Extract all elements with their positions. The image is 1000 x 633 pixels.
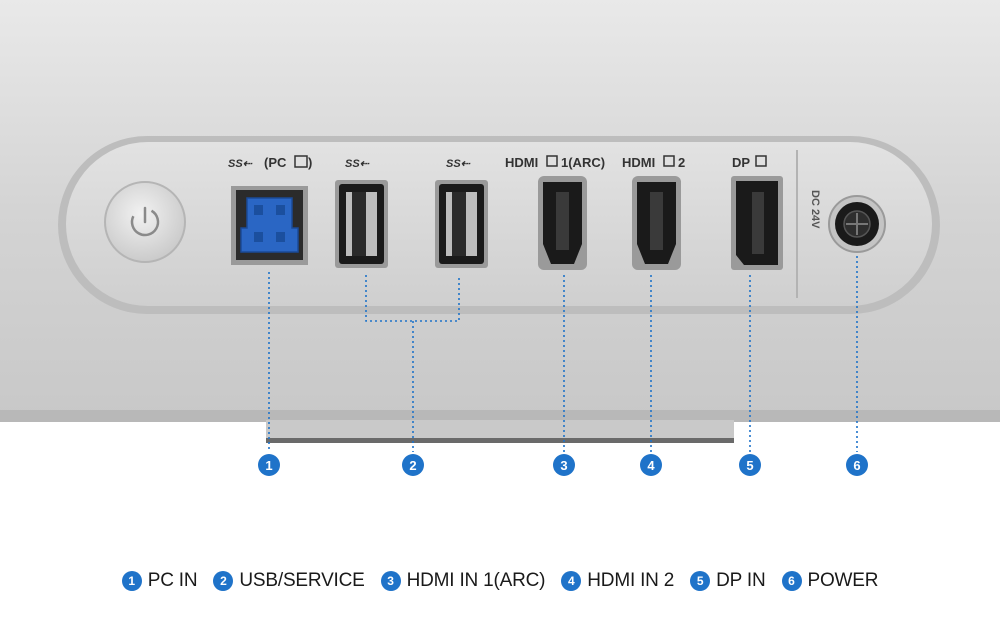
legend-badge-5: 5	[690, 571, 711, 591]
hdmi2-check-icon	[663, 155, 675, 167]
stand-neck	[266, 420, 734, 442]
dc-label: DC 24V	[809, 190, 821, 229]
legend-label-pc-in: PC IN	[147, 570, 198, 591]
usb-a-port-1-tongue	[352, 192, 366, 256]
callout-1-circle	[258, 454, 280, 476]
port-label-hdmi2-suffix: 2	[678, 155, 685, 170]
callout-6-num: 6	[853, 458, 860, 473]
callout-2-circle	[402, 454, 424, 476]
legend-badge-3: 3	[380, 571, 401, 591]
port-label-hdmi2: HDMI	[622, 155, 655, 170]
leader-2	[365, 275, 460, 452]
legend-item-dp-in: 5 DP IN	[690, 570, 766, 592]
dp-check-icon	[755, 155, 767, 167]
pc-connect-icon	[294, 155, 308, 168]
usb-b-pin-1	[254, 205, 263, 215]
callout-6-circle	[846, 454, 868, 476]
hdmi1-tongue	[556, 192, 569, 250]
power-button-ring	[130, 207, 160, 237]
port-panel	[66, 142, 932, 306]
callout-1: 1	[258, 454, 280, 476]
port-label-pc-close: )	[308, 155, 312, 170]
usb-b-pin-4	[276, 232, 285, 242]
callout-5: 5	[739, 454, 761, 476]
callout-4: 4	[640, 454, 662, 476]
port-label-hdmi1-suffix: 1(ARC)	[561, 155, 605, 170]
monitor-body-bottom-edge	[0, 410, 1000, 422]
legend-label-hdmi-in-1: HDMI IN 1(ARC)	[406, 570, 546, 591]
usb-b-pin-2	[276, 205, 285, 215]
legend-label-dp-in: DP IN	[716, 570, 766, 591]
usb-b-connector	[240, 197, 299, 253]
legend-badge-6: 6	[781, 571, 802, 591]
callout-3-num: 3	[560, 458, 567, 473]
hdmi2-tongue	[650, 192, 663, 250]
callout-5-num: 5	[746, 458, 753, 473]
port-label-dp: DP	[732, 155, 750, 170]
callout-4-circle	[640, 454, 662, 476]
legend-item-pc-in: 1 PC IN	[121, 570, 198, 592]
callout-6: 6	[846, 454, 868, 476]
callout-3-circle	[553, 454, 575, 476]
hdmi1-check-icon	[546, 155, 558, 167]
callout-2-num: 2	[409, 458, 416, 473]
stand-neck-shadow	[266, 438, 734, 443]
legend-item-hdmi-in-2: 4 HDMI IN 2	[561, 570, 674, 592]
legend-item-hdmi-in-1: 3 HDMI IN 1(ARC)	[380, 570, 546, 592]
legend-label-usb-service: USB/SERVICE	[239, 570, 365, 591]
legend-badge-2: 2	[213, 571, 234, 591]
callout-1-num: 1	[265, 458, 272, 473]
port-label-pc: (PC	[264, 155, 287, 170]
port-label-hdmi1: HDMI	[505, 155, 538, 170]
legend-badge-4: 4	[561, 571, 582, 591]
usb-ss-logo-2: SS⇠	[345, 158, 370, 170]
callout-2: 2	[402, 454, 424, 476]
callout-3: 3	[553, 454, 575, 476]
usb-ss-logo-1: SS⇠	[228, 158, 253, 170]
callout-leaders	[268, 256, 858, 452]
dp-tongue	[752, 192, 764, 254]
legend-item-usb-service: 2 USB/SERVICE	[213, 570, 365, 592]
legend-badge-1: 1	[121, 571, 142, 591]
legend-label-hdmi-in-2: HDMI IN 2	[587, 570, 675, 591]
usb-a-port-2-tongue	[452, 192, 466, 256]
callout-4-num: 4	[647, 458, 655, 473]
port-legend: 1 PC IN 2 USB/SERVICE 3 HDMI IN 1(ARC) 4…	[0, 566, 1000, 596]
legend-item-power: 6 POWER	[781, 570, 879, 592]
callout-5-circle	[739, 454, 761, 476]
usb-b-pin-3	[254, 232, 263, 242]
legend-label-power: POWER	[807, 570, 879, 591]
usb-ss-logo-3: SS⇠	[446, 158, 471, 170]
